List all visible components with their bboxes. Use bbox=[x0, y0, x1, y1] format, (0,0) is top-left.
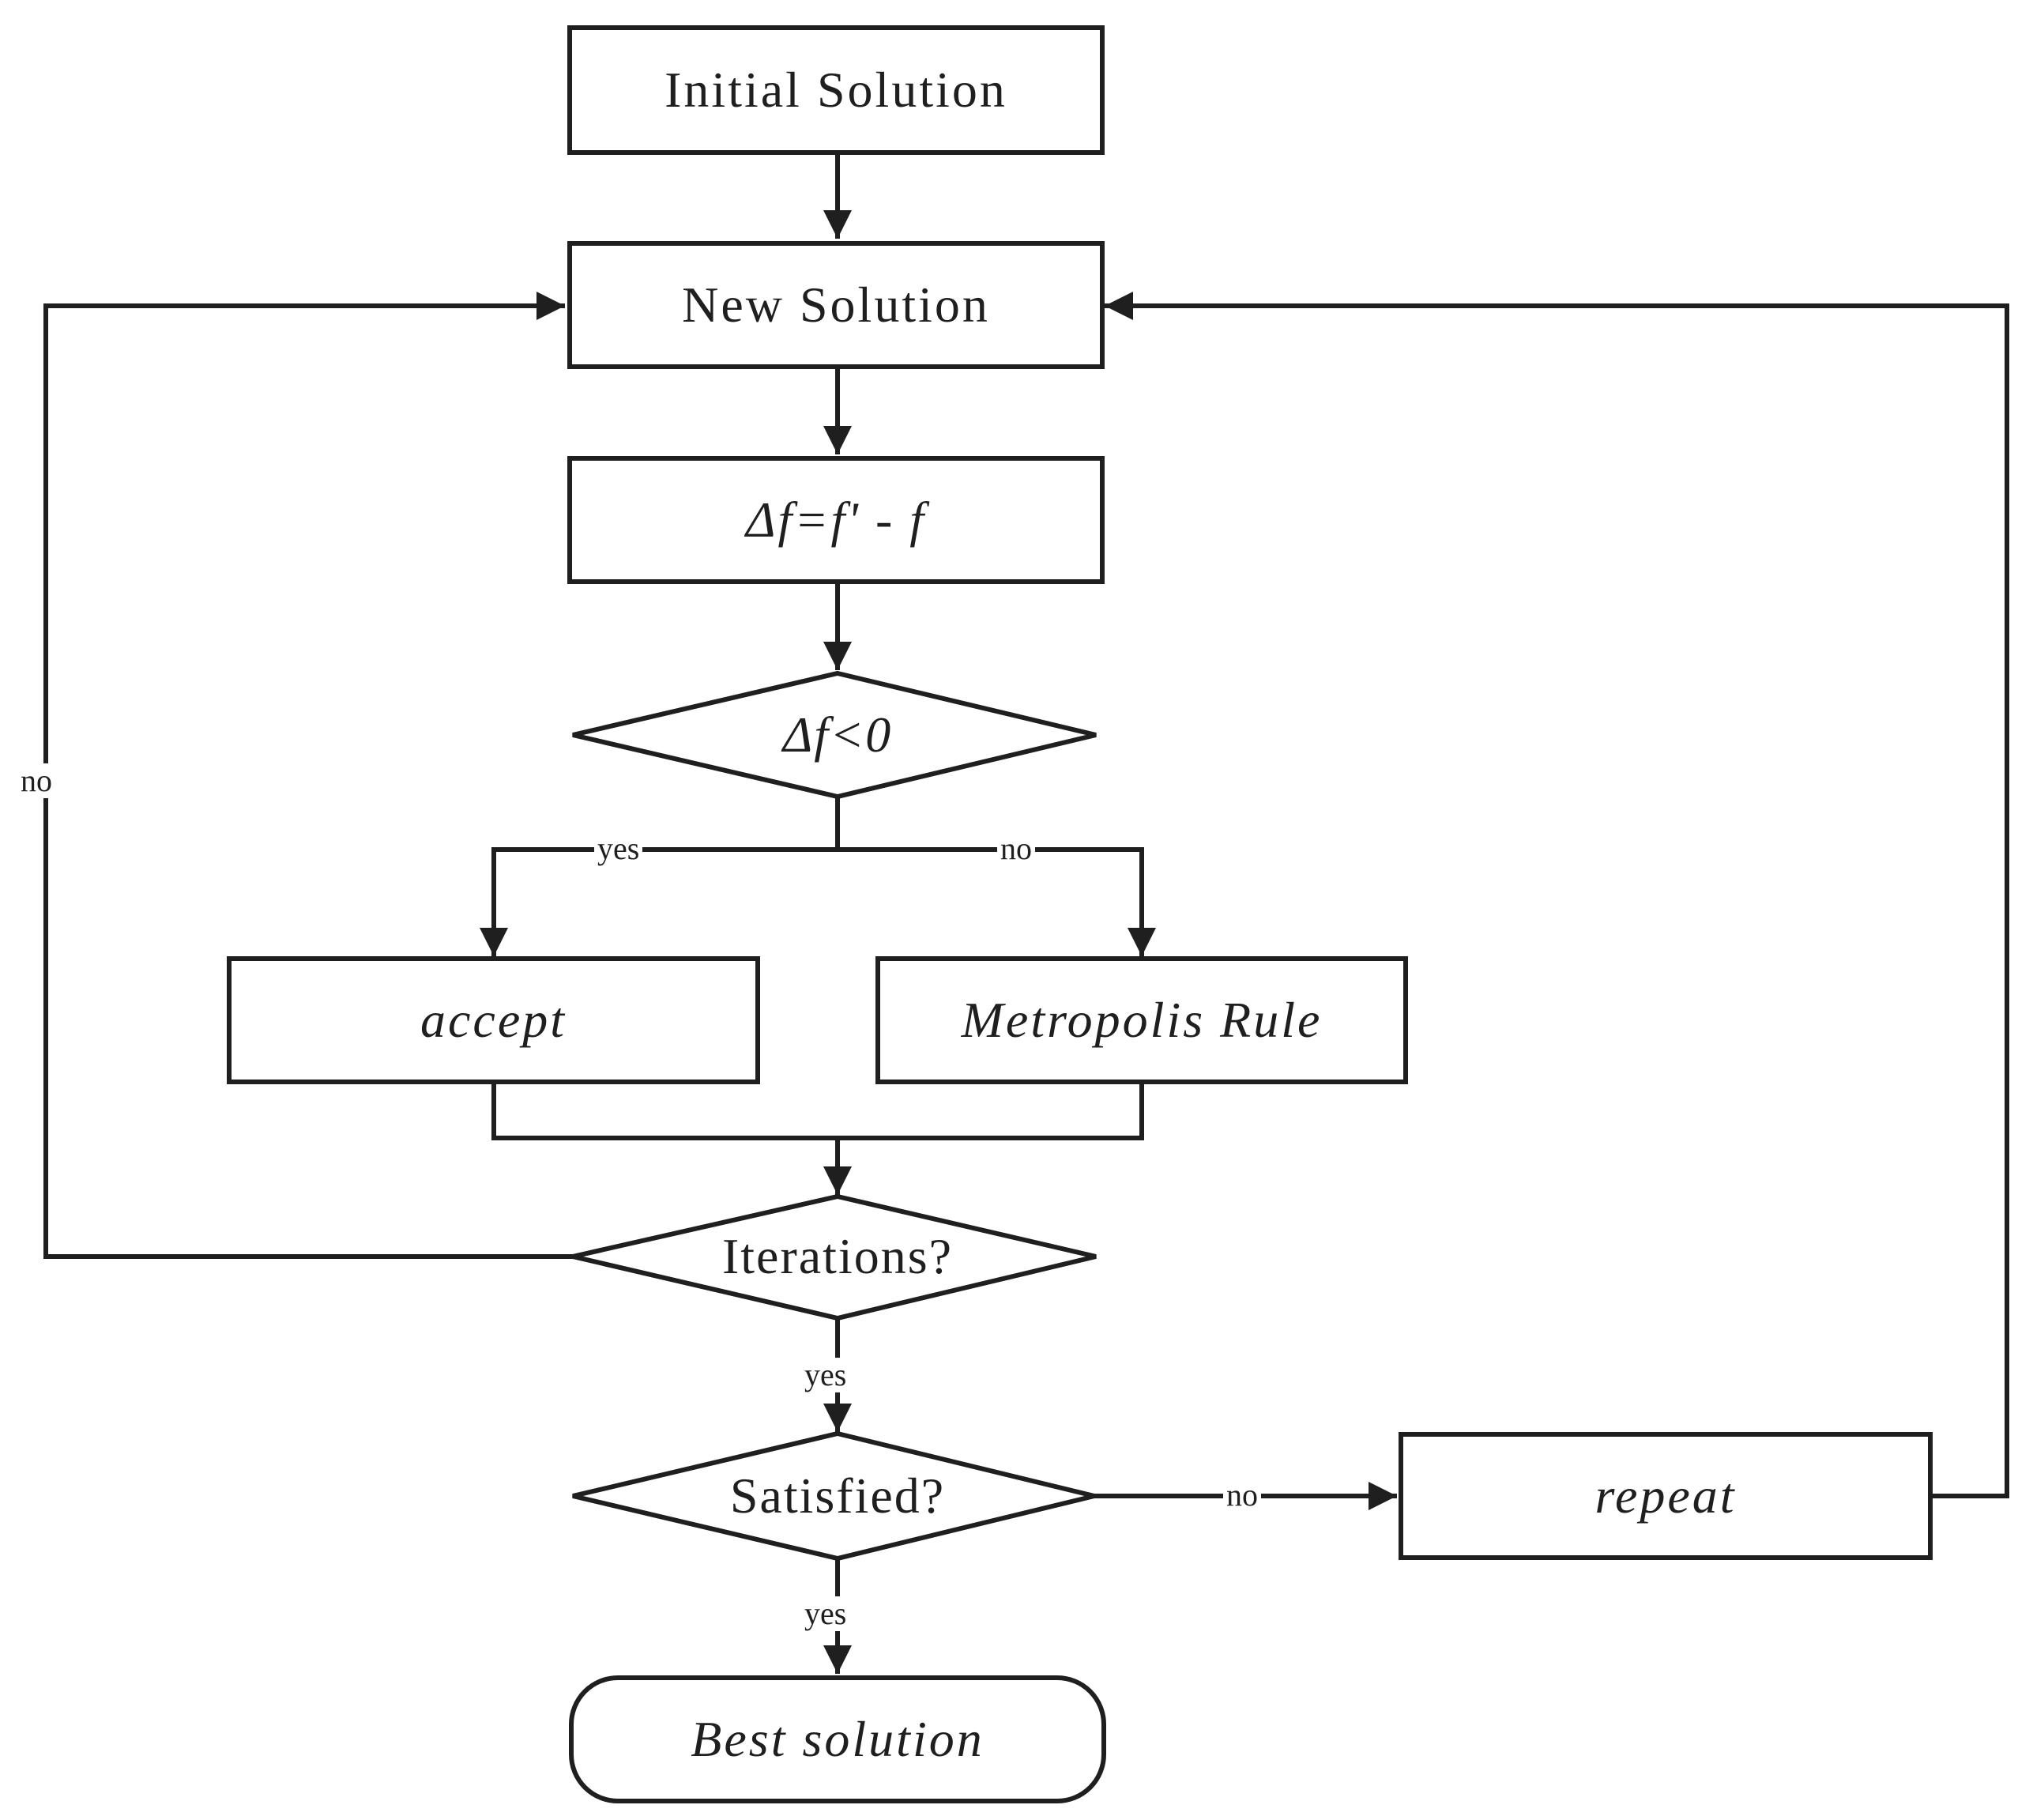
repeat-box: repeat bbox=[1399, 1432, 1933, 1560]
metropolis-rule-box: Metropolis Rule bbox=[875, 956, 1408, 1084]
edge-label-satisfied-yes: yes bbox=[801, 1596, 850, 1631]
metropolis-rule-label: Metropolis Rule bbox=[961, 992, 1323, 1048]
decision-satisfied-shape bbox=[572, 1430, 1095, 1562]
best-solution-label: Best solution bbox=[691, 1711, 985, 1767]
edge-decision-no bbox=[838, 847, 1156, 956]
edge-label-delta-yes: yes bbox=[594, 831, 643, 866]
new-solution-box: New Solution bbox=[567, 241, 1105, 369]
decision-delta-shape bbox=[572, 670, 1097, 800]
decision-iterations-shape bbox=[572, 1193, 1097, 1321]
edge-decision-yes bbox=[480, 847, 838, 956]
delta-f-label: Δf=f' - f bbox=[745, 492, 927, 548]
edge-merge bbox=[491, 1083, 1144, 1140]
best-solution-terminal: Best solution bbox=[569, 1675, 1106, 1803]
decision-iterations-label: Iterations? bbox=[721, 1228, 954, 1284]
accept-label: accept bbox=[420, 992, 567, 1048]
edge-label-satisfied-no: no bbox=[1223, 1478, 1261, 1513]
new-solution-label: New Solution bbox=[682, 277, 990, 333]
edge-label-iterations-yes: yes bbox=[801, 1358, 850, 1392]
initial-solution-box: Initial Solution bbox=[567, 25, 1105, 155]
edge-label-iterations-no: no bbox=[17, 763, 55, 798]
decision-delta-label: Δf<0 bbox=[782, 707, 893, 763]
accept-box: accept bbox=[227, 956, 760, 1084]
delta-f-box: Δf=f' - f bbox=[567, 456, 1105, 584]
edge-label-delta-no: no bbox=[997, 831, 1035, 866]
initial-solution-label: Initial Solution bbox=[665, 62, 1007, 118]
repeat-label: repeat bbox=[1594, 1468, 1737, 1524]
decision-satisfied-label: Satisfied? bbox=[729, 1468, 946, 1524]
edge-repeat-loop bbox=[1105, 292, 2009, 1498]
